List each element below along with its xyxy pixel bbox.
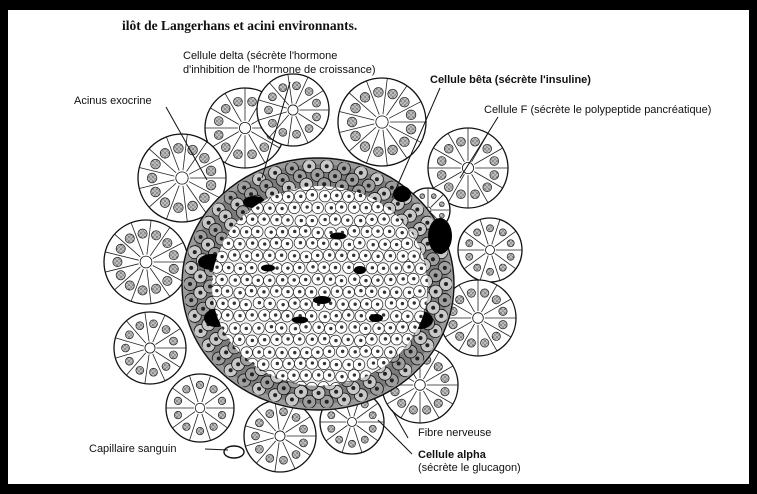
- label-alpha-cell-line1: Cellule alpha: [418, 449, 486, 462]
- capillary-blob: [428, 218, 452, 254]
- label-delta-cell-line1: Cellule delta (sécrète l'hormone: [183, 50, 337, 63]
- acinus: [458, 218, 522, 282]
- acinus: [257, 74, 329, 146]
- diagram-title: ilôt de Langerhans et acini environnants…: [122, 18, 357, 34]
- label-alpha-cell-line2: (sécrète le glucagon): [418, 462, 521, 475]
- capillary-blob: [330, 233, 346, 240]
- label-beta-cell: Cellule bêta (sécrète l'insuline): [430, 74, 591, 87]
- capillary-blob: [369, 314, 383, 322]
- label-nerve-fiber: Fibre nerveuse: [418, 427, 491, 440]
- acinus: [104, 220, 188, 304]
- label-exocrine-acinus: Acinus exocrine: [74, 95, 152, 108]
- capillary-blob: [313, 296, 331, 304]
- acinus: [244, 400, 316, 472]
- capillary-blob: [292, 317, 308, 324]
- capillary-blob: [261, 265, 275, 272]
- label-blood-capillary: Capillaire sanguin: [89, 443, 176, 456]
- label-delta-cell-line2: d'inhibition de l'hormone de croissance): [183, 64, 376, 77]
- acinus: [338, 78, 426, 166]
- blood-capillary: [224, 446, 244, 458]
- acinus: [114, 312, 186, 384]
- capillary-blob: [354, 266, 366, 274]
- acinus: [166, 374, 234, 442]
- label-f-cell: Cellule F (sécrète le polypeptide pancré…: [484, 104, 711, 117]
